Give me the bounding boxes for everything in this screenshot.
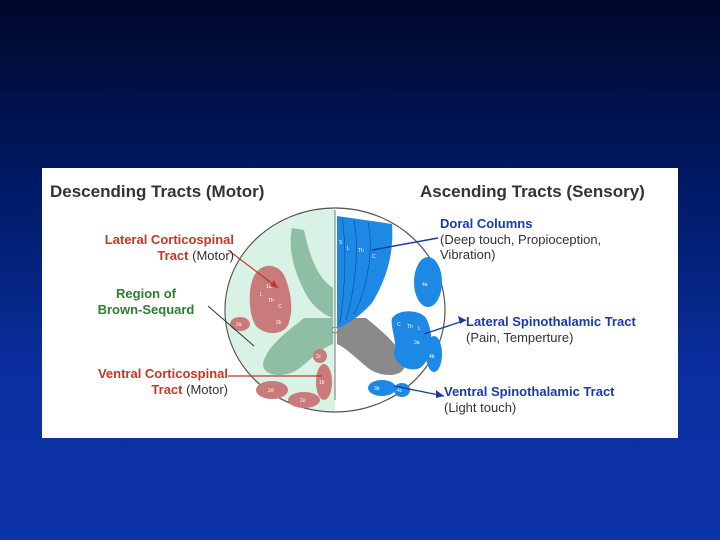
vc-mark-1b: 1b xyxy=(319,380,325,386)
tract-2c xyxy=(313,349,327,363)
ventral-corticospinal-line2: Tract (Motor) xyxy=(72,382,228,398)
lc-mark-2b: 2b xyxy=(276,320,282,326)
dorsal-columns-sub2: Vibration) xyxy=(440,247,496,263)
diagram-panel: S L Th C C Th L 3a 4a 4b 3b 4c 1a L Th xyxy=(42,168,678,438)
vc-mark-2c: 2c xyxy=(316,354,322,360)
label-brown-sequard: Region of Brown-Sequard xyxy=(86,286,206,317)
st-mark-4c: 4c xyxy=(397,388,403,394)
label-lateral-spinothalamic: Lateral Spinothalamic Tract (Pain, Tempe… xyxy=(466,314,636,345)
leader-dorsal-columns xyxy=(371,237,439,251)
tract-4b xyxy=(426,336,442,372)
vc-mark-2e: 2e xyxy=(300,398,306,404)
dorsal-column-divider xyxy=(345,219,357,321)
st-mark-4b: 4b xyxy=(429,354,435,360)
lateral-corticospinal-line2: Tract (Motor) xyxy=(82,248,234,264)
tract-2b xyxy=(271,315,289,329)
dorsal-columns-sub1: (Deep touch, Propioception, xyxy=(440,231,602,247)
lateral-spinothalamic-tract xyxy=(391,311,432,370)
lc-mark-2a: 2a xyxy=(236,322,242,328)
ventral-corticospinal-motor: (Motor) xyxy=(186,381,228,397)
grey-matter-left xyxy=(263,228,333,375)
brown-sequard-line2: Brown-Sequard xyxy=(97,301,195,317)
leader-lateral-spinothalamic xyxy=(423,319,467,335)
ascending-header: Ascending Tracts (Sensory) xyxy=(420,182,645,201)
tract-2d xyxy=(256,381,288,399)
st-mark-c: C xyxy=(397,322,401,328)
lc-mark-th: Th xyxy=(268,298,274,304)
tract-2e xyxy=(288,392,320,408)
spinal-cord-diagram: S L Th C C Th L 3a 4a 4b 3b 4c 1a L Th xyxy=(207,207,467,413)
brown-sequard-line1: Region of xyxy=(116,286,176,301)
lateral-corticospinal-line1: Lateral Corticospinal xyxy=(104,232,234,247)
leader-ventral-spinothalamic xyxy=(393,385,445,397)
st-mark-4a: 4a xyxy=(422,282,428,288)
ventral-corticospinal-tract-word: Tract xyxy=(151,381,183,397)
label-ventral-spinothalamic: Ventral Spinothalamic Tract (Light touch… xyxy=(444,384,615,415)
ventral-spinothalamic-title: Ventral Spinothalamic Tract xyxy=(444,384,615,399)
dc-mark-c: C xyxy=(372,254,376,260)
dc-mark-s: S xyxy=(339,240,343,246)
tract-2a xyxy=(230,317,250,331)
ventral-spinothalamic-tract xyxy=(368,380,396,396)
label-ventral-corticospinal: Ventral Corticospinal Tract (Motor) xyxy=(72,366,228,397)
vc-mark-2d: 2d xyxy=(268,388,274,394)
dc-mark-l: L xyxy=(347,246,350,252)
ventral-corticospinal-tract xyxy=(316,364,332,400)
label-lateral-corticospinal: Lateral Corticospinal Tract (Motor) xyxy=(82,232,234,263)
lateral-spinothalamic-sub: (Pain, Temperture) xyxy=(466,329,574,345)
leader-brown-sequard xyxy=(207,305,255,347)
dc-mark-th: Th xyxy=(358,248,364,254)
ventral-corticospinal-line1: Ventral Corticospinal xyxy=(97,366,228,381)
grey-matter-right xyxy=(337,228,405,375)
tract-4a xyxy=(414,257,442,307)
st-mark-th: Th xyxy=(407,324,413,330)
lc-mark-l: L xyxy=(260,292,263,298)
arrowhead-ventral-spinothalamic xyxy=(436,390,444,398)
leader-lateral-corticospinal xyxy=(227,249,279,289)
st-mark-3a: 3a xyxy=(414,340,420,346)
lateral-spinothalamic-title: Lateral Spinothalamic Tract xyxy=(466,314,636,329)
lc-mark-1a: 1a xyxy=(266,284,272,290)
lateral-corticospinal-tract-word: Tract xyxy=(157,247,189,263)
lateral-corticospinal-motor: (Motor) xyxy=(192,247,234,263)
label-dorsal-columns: Doral Columns (Deep touch, Propioception… xyxy=(440,216,601,263)
arrowhead-lateral-spinothalamic xyxy=(458,316,466,324)
st-mark-l: L xyxy=(418,326,421,332)
ventral-spinothalamic-sub: (Light touch) xyxy=(444,399,517,415)
arrowhead-lateral-corticospinal xyxy=(270,280,278,288)
dorsal-columns-title: Doral Columns xyxy=(440,216,533,231)
descending-header: Descending Tracts (Motor) xyxy=(50,182,265,201)
dorsal-column-divider xyxy=(353,221,371,315)
st-mark-3b: 3b xyxy=(374,386,380,392)
dorsal-column-divider xyxy=(339,217,346,324)
lc-mark-c: C xyxy=(278,304,282,310)
